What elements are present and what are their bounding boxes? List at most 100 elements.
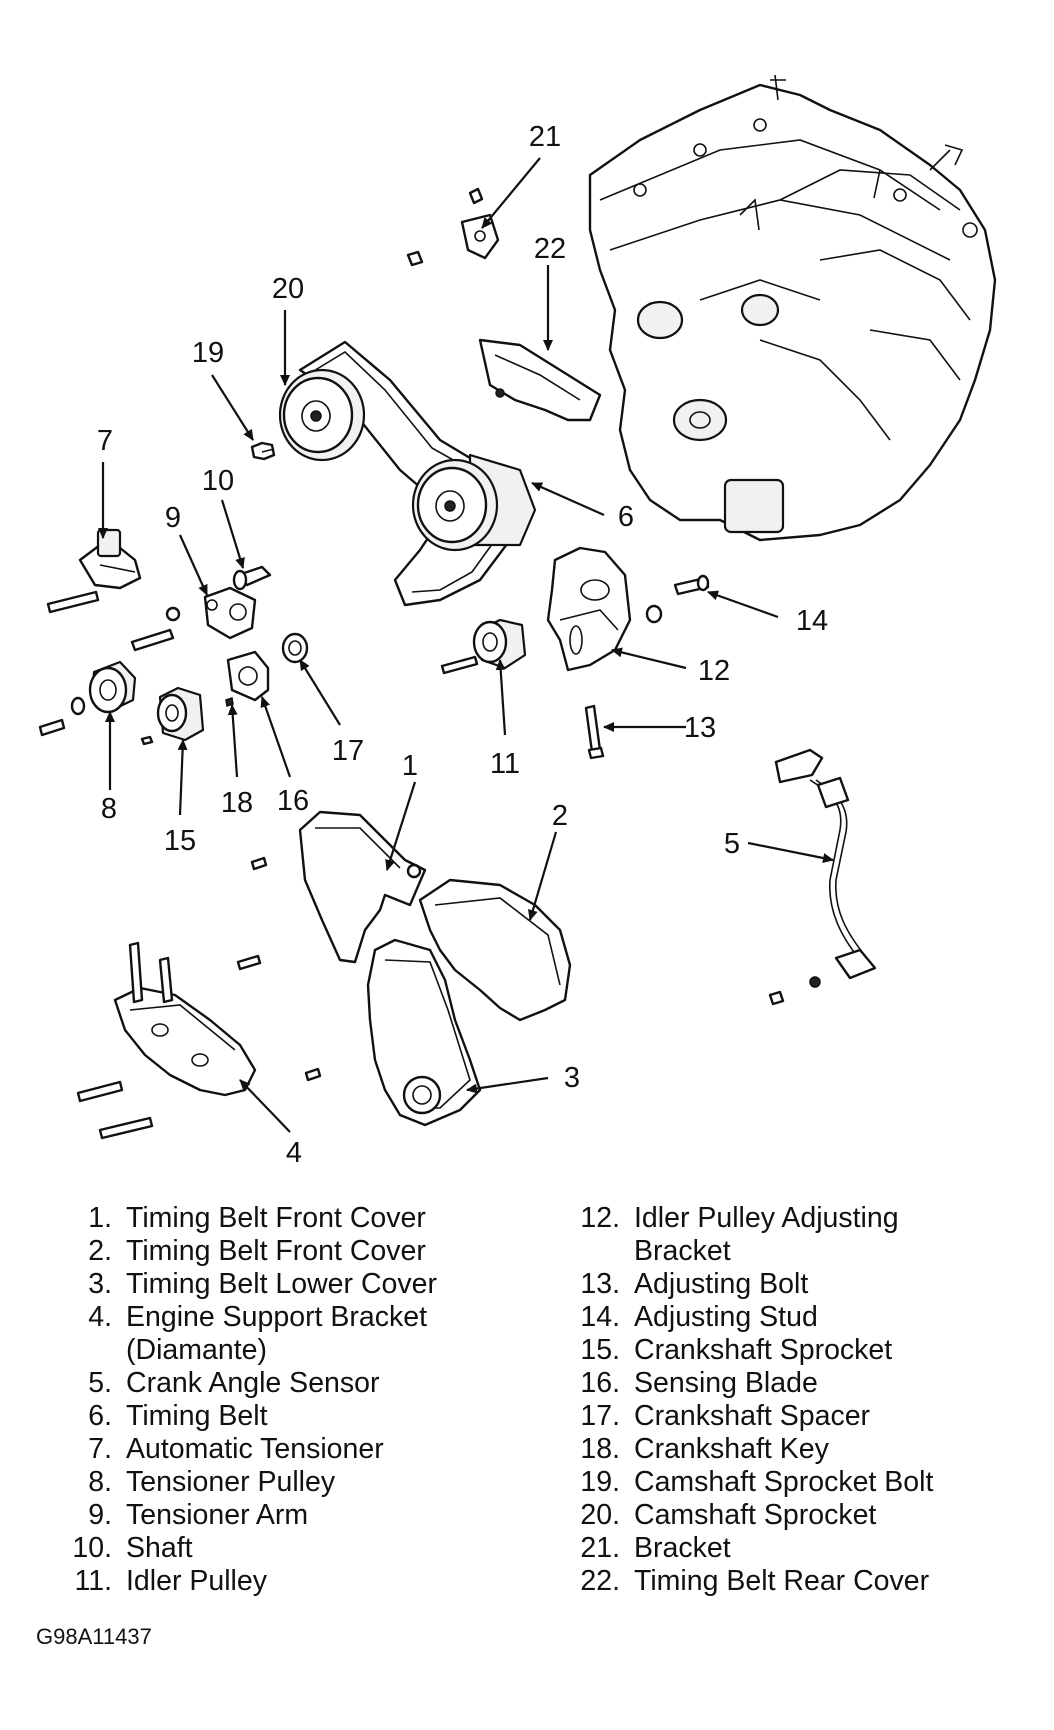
adjusting-stud [645,574,710,624]
callout-20: 20 [272,273,304,305]
legend-label: Timing Belt Front Cover [126,1202,426,1234]
callout-15: 15 [164,825,196,857]
legend-label: Engine Support Bracket [126,1301,428,1333]
legend-item: 15.Crankshaft Sprocket [568,1334,1038,1367]
legend-item: 12. Idler Pulley Adjusting [568,1202,1038,1235]
legend-label: Crankshaft Spacer [634,1400,871,1432]
legend-number: 14. [580,1301,620,1333]
legend-number: 15. [580,1334,620,1366]
callout-8: 8 [101,793,117,825]
tensioner-shaft [232,565,272,591]
legend-item: 6. Timing Belt [60,1400,530,1433]
legend-number: 9. [88,1499,112,1531]
legend-item: 18.Crankshaft Key [568,1433,1038,1466]
legend-item: 13.Adjusting Bolt [568,1268,1038,1301]
legend-label: Timing Belt Front Cover [126,1235,426,1267]
sensing-blade [226,650,270,702]
legend-item: 14.Adjusting Stud [568,1301,1038,1334]
callout-6: 6 [618,501,634,533]
legend-item: Bracket [568,1235,1038,1268]
callout-9: 9 [165,502,181,534]
legend-number: 22. [580,1565,620,1597]
callout-10: 10 [202,465,234,497]
crankshaft-spacer [281,632,309,664]
legend-number: 12. [580,1202,620,1234]
legend-label: Timing Belt Rear Cover [634,1565,930,1597]
bracket-21 [406,187,500,267]
callout-16: 16 [277,785,309,817]
legend-label: Camshaft Sprocket Bolt [634,1466,934,1498]
tensioner-pulley [88,660,137,714]
legend-label: Idler Pulley Adjusting [634,1202,899,1234]
legend-number: 6. [88,1400,112,1432]
legend-item: 11. Idler Pulley [60,1565,530,1598]
legend-item: 4. Engine Support Bracket [60,1301,530,1334]
legend-number: 18. [580,1433,620,1465]
legend-item: 20.Camshaft Sprocket [568,1499,1038,1532]
callout-21: 21 [529,121,561,153]
figure-code: G98A11437 [36,1624,152,1649]
legend-label: Bracket [634,1532,731,1564]
crank-angle-sensor [768,748,877,1006]
legend-label: Sensing Blade [634,1367,818,1399]
leader-arrows [98,157,834,1133]
small-bolts-left [38,606,181,737]
legend-label: Automatic Tensioner [126,1433,384,1465]
callout-3: 3 [564,1062,580,1094]
legend-label: Timing Belt Lower Cover [126,1268,437,1300]
callout-4: 4 [286,1137,302,1169]
camshaft-sprocket-bolt [250,441,276,461]
callout-14: 14 [796,605,828,637]
legend-number: 10. [72,1532,112,1564]
callout-17: 17 [332,735,364,767]
legend-item: (Diamante) [60,1334,530,1367]
legend-number: 8. [88,1466,112,1498]
tensioner-arm [203,586,257,640]
legend-label: Shaft [126,1532,193,1564]
legend-number: 7. [88,1433,112,1465]
timing-belt-front-cover-1 [298,810,427,964]
legend-number [60,1334,126,1367]
legend-label: Crank Angle Sensor [126,1367,380,1399]
automatic-tensioner [46,528,142,614]
legend-label: Idler Pulley [126,1565,267,1597]
legend-label: Tensioner Pulley [126,1466,336,1498]
legend-item: 1.Timing Belt Front Cover [60,1202,530,1235]
camshaft-sprocket-upper [278,368,366,462]
exploded-timing-belt-diagram: 1 2 3 4 5 6 7 8 9 10 11 12 13 14 15 16 1… [38,74,997,1169]
crankshaft-key [225,697,234,707]
legend-item: 2. Timing Belt Front Cover [60,1235,530,1268]
legend-number: 2. [88,1235,112,1267]
idler-pulley-adjusting-bracket [546,546,632,672]
legend-number: 13. [580,1268,620,1300]
callout-12: 12 [698,655,730,687]
engine-block [588,74,997,542]
timing-belt-lower-cover [366,938,482,1127]
callout-7: 7 [97,425,113,457]
legend-number: 17. [580,1400,620,1432]
crankshaft-sprocket [140,686,205,746]
legend-item: 8. Tensioner Pulley [60,1466,530,1499]
callout-2: 2 [552,800,568,832]
legend-label: Timing Belt [126,1400,268,1432]
legend-item: 9.Tensioner Arm [60,1499,530,1532]
callout-5: 5 [724,828,740,860]
legend-label: (Diamante) [126,1334,267,1366]
legend-number: 19. [580,1466,620,1498]
legend-item: 22. Timing Belt Rear Cover [568,1565,1038,1598]
camshaft-sprocket-lower [411,453,537,552]
timing-belt-rear-cover [478,338,602,422]
legend-number: 20. [580,1499,620,1531]
legend-item: 7. Automatic Tensioner [60,1433,530,1466]
legend-number: 5. [88,1367,112,1399]
legend-number: 11. [74,1565,112,1597]
idler-pulley [440,618,527,675]
callout-1: 1 [402,750,418,782]
legend-item: 3.Timing Belt Lower Cover [60,1268,530,1301]
callout-19: 19 [192,337,224,369]
callout-13: 13 [684,712,716,744]
legend-item: 17. Crankshaft Spacer [568,1400,1038,1433]
legend-number: 4. [88,1301,112,1333]
